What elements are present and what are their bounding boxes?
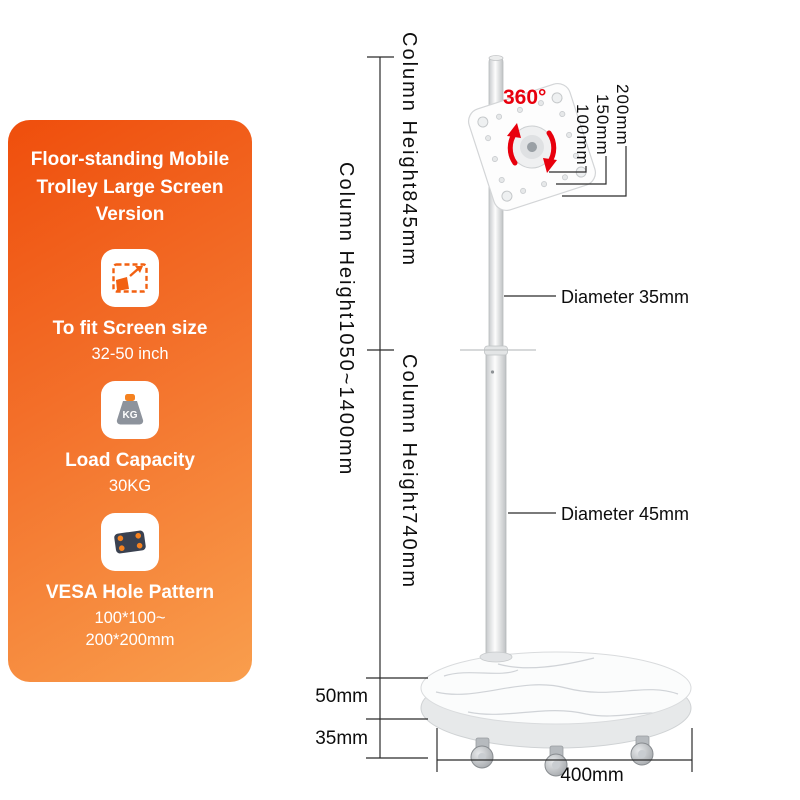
- vesa-pattern-icon-tile: [101, 513, 159, 572]
- vesa-pattern-detail-line2: 200*200mm: [85, 631, 175, 650]
- lower-pole: [485, 347, 507, 663]
- dim-caster-height-label: 35mm: [315, 728, 368, 749]
- dim-vesa-100-label: 100mm: [573, 104, 592, 166]
- vesa-pattern-icon: [114, 530, 146, 554]
- dim-column-upper-label: Column Height845mm: [398, 32, 420, 267]
- dim-diameter-upper-label: Diameter 35mm: [561, 287, 690, 307]
- dim-vesa-150-label: 150mm: [593, 94, 612, 156]
- pole-base-collar: [479, 651, 513, 663]
- pole-adjust-hole: [490, 370, 495, 374]
- screen-size-icon-tile: [101, 248, 159, 307]
- load-capacity-detail: 30KG: [108, 476, 152, 495]
- marble-veins: [435, 657, 679, 717]
- load-capacity-heading: Load Capacity: [65, 449, 195, 471]
- vesa-plate: [467, 82, 597, 212]
- rotation-360-label: 360°: [503, 86, 547, 109]
- info-panel: Floor-standing Mobile Trolley Large Scre…: [8, 120, 252, 682]
- screen-size-heading: To fit Screen size: [52, 317, 208, 339]
- dim-column-total-label: Column Height1050~1400mm: [335, 162, 357, 477]
- dim-diameter-lower-label: Diameter 45mm: [561, 504, 690, 524]
- dim-column-lower-label: Column Height740mm: [398, 354, 420, 589]
- base: [420, 651, 692, 749]
- dim-base-height-label: 50mm: [315, 686, 368, 707]
- pole-top-cap: [488, 55, 504, 61]
- vesa-pattern-detail-line1: 100*100~: [94, 609, 166, 628]
- load-capacity-icon-tile: KG: [101, 380, 159, 439]
- rotation-arrowheads: [507, 123, 557, 173]
- kg-icon-label: KG: [123, 410, 138, 421]
- dim-vesa-200-label: 200mm: [613, 84, 632, 146]
- load-capacity-icon: KG: [116, 393, 144, 425]
- screen-size-detail: 32-50 inch: [91, 344, 169, 363]
- screen-size-icon: [112, 262, 148, 293]
- panel-title: Floor-standing Mobile Trolley Large Scre…: [30, 149, 230, 226]
- dimension-lines: [366, 56, 693, 772]
- vesa-pattern-heading: VESA Hole Pattern: [45, 582, 215, 604]
- dim-base-width-label: 400mm: [560, 765, 624, 786]
